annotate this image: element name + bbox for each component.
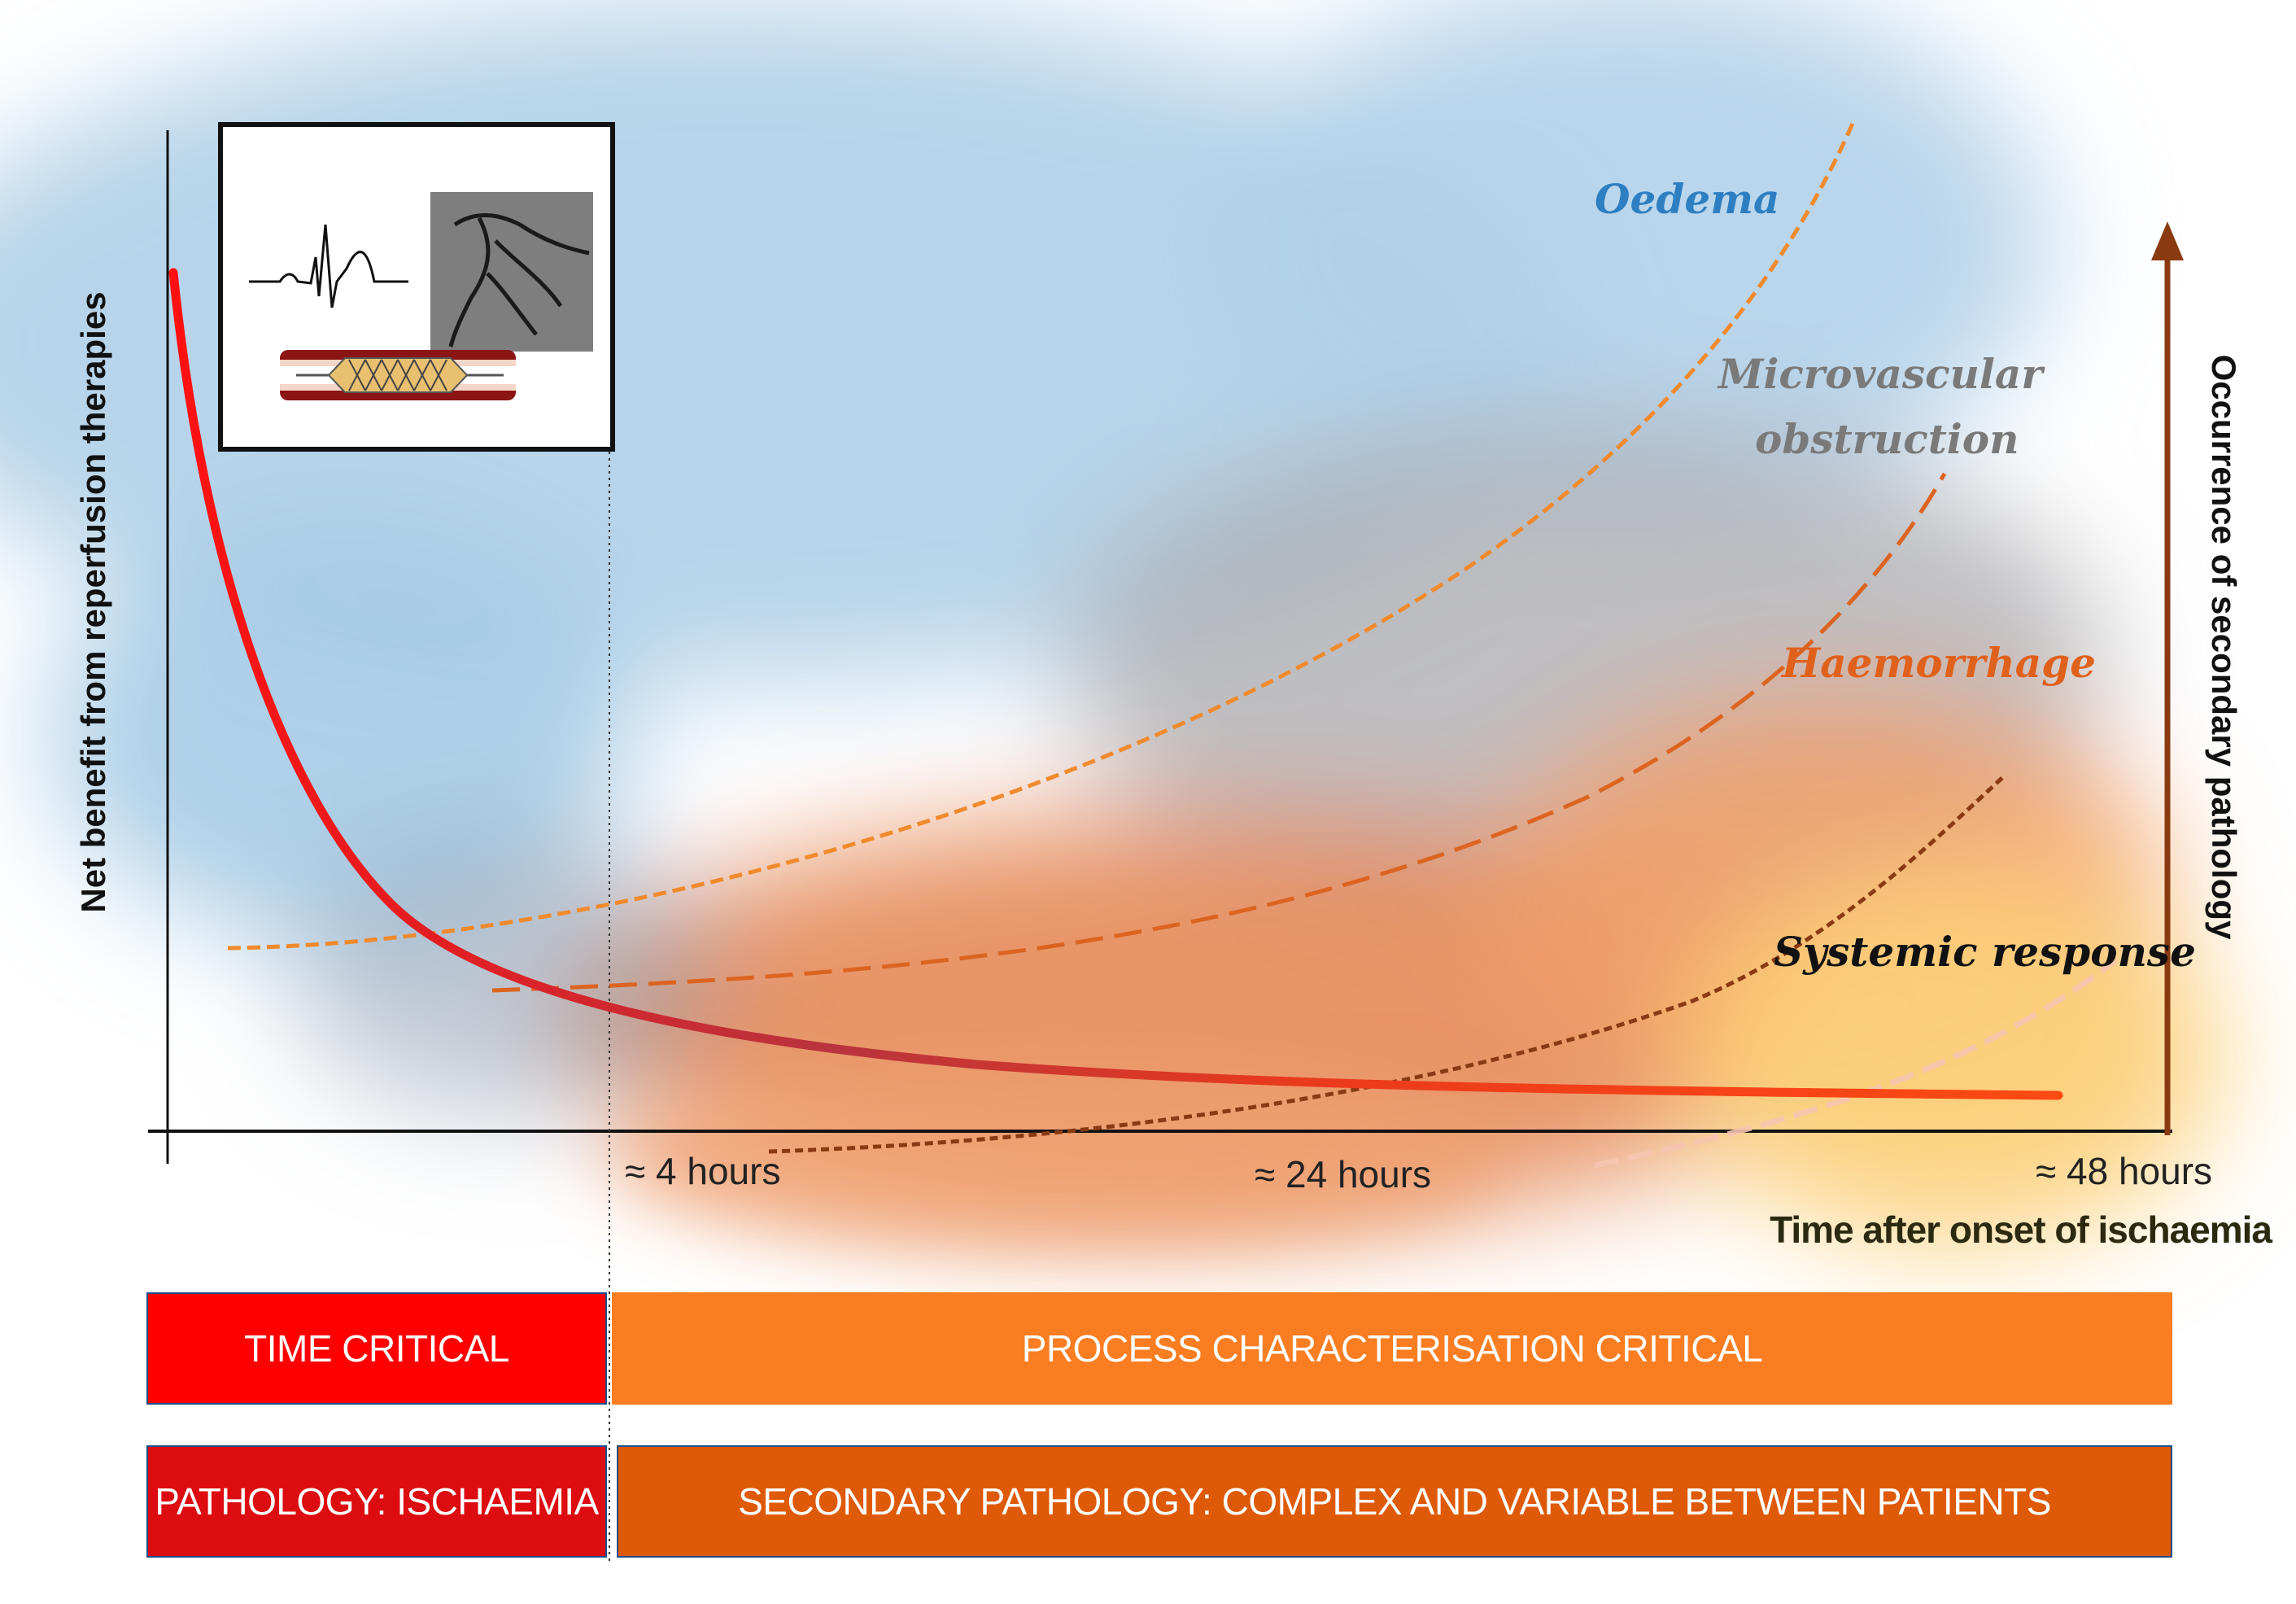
process-characterisation-bar: PROCESS CHARACTERISATION CRITICAL [612,1292,2172,1405]
right-y-axis-label: Occurrence of secondary pathology [2205,354,2243,940]
haemorrhage-label: Haemorrhage [1782,639,2096,687]
angiogram-image [430,192,593,352]
right-axis-arrow [2151,221,2184,1135]
ecg-trace-icon [249,224,408,308]
obstruction-label: obstruction [1755,415,2019,463]
left-y-axis-label: Net benefit from reperfusion therapies [74,291,112,913]
x-tick-4-hours: ≈ 4 hours [625,1150,781,1192]
time-critical-bar: TIME CRITICAL [146,1292,607,1405]
x-tick-24-hours: ≈ 24 hours [1255,1153,1432,1195]
secondary-pathology-bar: SECONDARY PATHOLOGY: COMPLEX AND VARIABL… [617,1445,2172,1558]
net-benefit-curve [168,268,2063,1100]
microvascular-label: Microvascular [1718,350,2043,398]
x-axis-label: Time after onset of ischaemia [1770,1208,2272,1251]
stent-icon [280,350,516,400]
pathology-ischaemia-bar: PATHOLOGY: ISCHAEMIA [146,1445,607,1558]
haemorrhage-curve [768,773,2007,1154]
systemic-response-label: Systemic response [1774,928,2196,976]
x-tick-48-hours: ≈ 48 hours [2036,1150,2213,1192]
oedema-label: Oedema [1595,175,1780,223]
microvascular-obstruction-curve [491,472,1947,993]
reperfusion-inset [218,122,615,452]
oedema-curve [227,117,1857,951]
